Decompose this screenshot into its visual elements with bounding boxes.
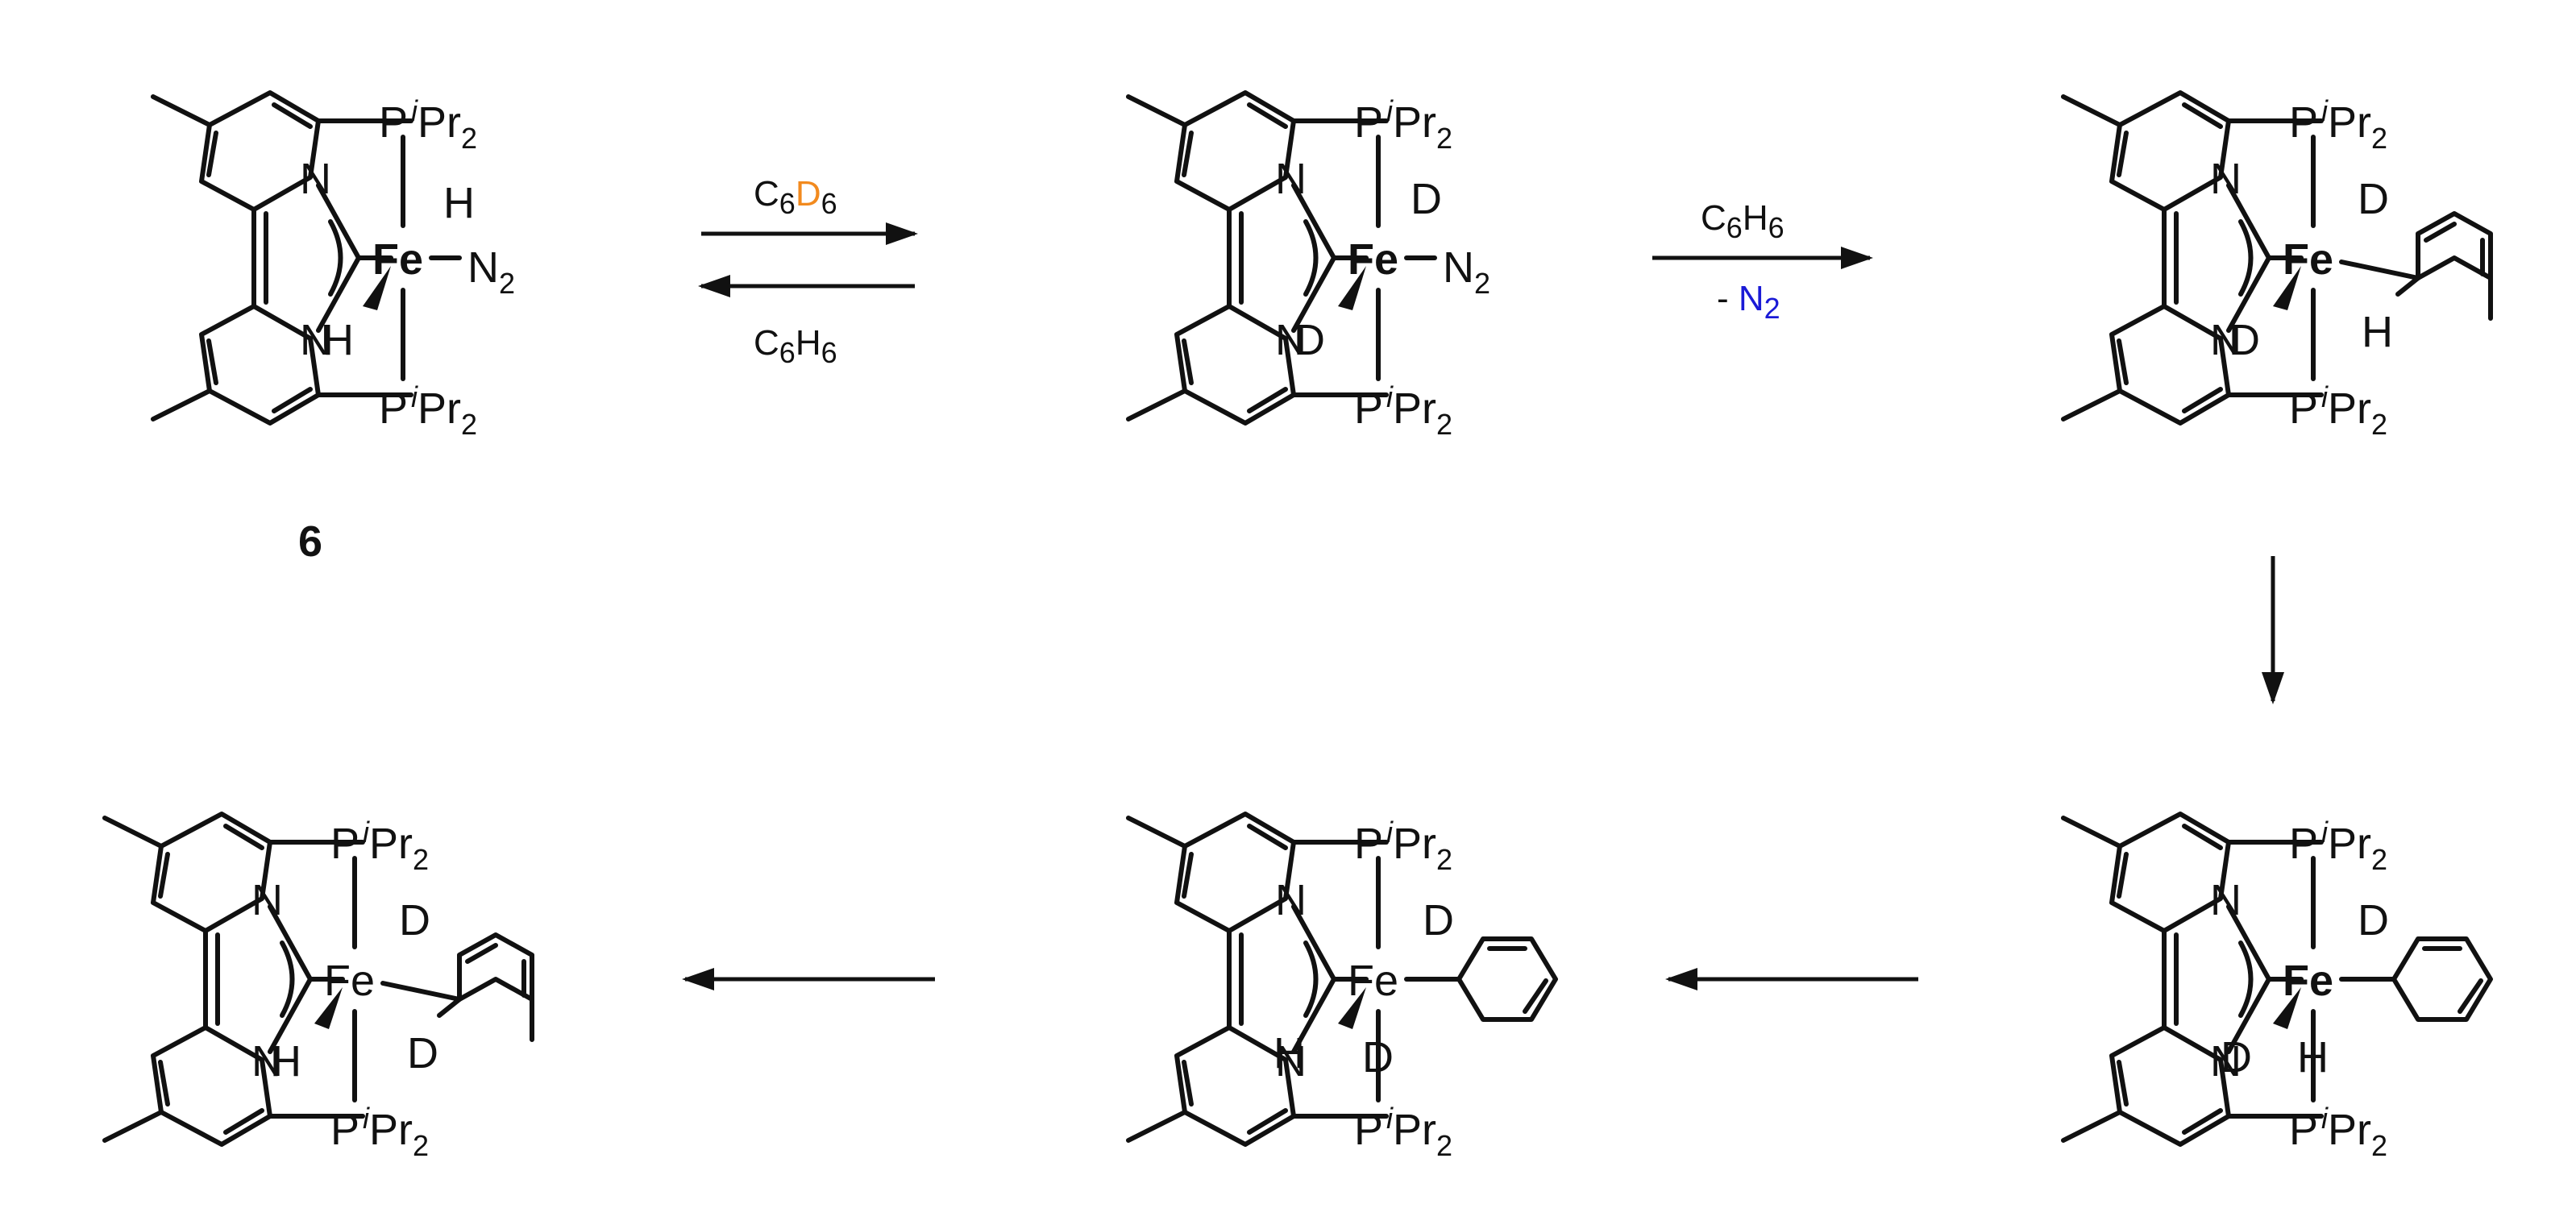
atom-p-lower: P [379,384,408,433]
svg-text:P: P [1354,820,1383,868]
svg-text:iPr2: iPr2 [2321,816,2387,876]
svg-text:P: P [2289,98,2318,147]
molecule-2-deuterated: N N Fe P P iPr2 iPr2 D D N2 [1128,93,1490,441]
atom-n-upper: N [300,155,331,203]
molecule-5-hd-complex: N N Fe P P iPr2 iPr2 D H D [1128,814,1558,1162]
svg-text:P: P [1354,98,1383,147]
svg-text:D: D [2221,1033,2252,1082]
svg-text:iPr2: iPr2 [363,816,429,876]
svg-text:N: N [2210,155,2242,203]
molecule-6: N N Fe P P iPr2 iPr2 H H N2 6 [153,93,515,566]
atom-h-upper: H [443,179,475,227]
atom-p-upper: P [379,98,408,147]
atom-n-lower: N [300,316,331,364]
forward-reagent: C6D6 [754,174,837,220]
svg-text:D: D [407,1029,438,1077]
svg-text:Fe: Fe [1348,957,1398,1005]
svg-text:D: D [1294,316,1325,364]
atom-fe: Fe [372,235,423,284]
ipr2-lower: iPr2 [411,380,477,441]
svg-text:N: N [251,1037,283,1086]
step2-loss: - N2 [1717,279,1780,325]
svg-text:iPr2: iPr2 [1386,1102,1452,1162]
svg-text:N: N [1275,1037,1307,1086]
svg-text:N: N [2210,1037,2242,1086]
svg-text:iPr2: iPr2 [2321,94,2387,155]
svg-text:N: N [2210,876,2242,924]
svg-text:H: H [270,1037,301,1086]
svg-text:Fe: Fe [324,957,375,1005]
reverse-reagent: C6H6 [754,323,837,369]
svg-text:D: D [2229,316,2260,364]
n2-ligand: N2 [467,243,515,300]
svg-text:iPr2: iPr2 [1386,94,1452,155]
svg-text:N2: N2 [1443,243,1490,300]
compound-label: 6 [298,517,322,566]
svg-text:D: D [2358,896,2389,945]
svg-text:P: P [330,820,359,868]
svg-text:iPr2: iPr2 [2321,1102,2387,1162]
atom-h-lower: H [322,316,354,364]
svg-text:D: D [1411,175,1442,223]
svg-text:iPr2: iPr2 [1386,380,1452,441]
svg-text:iPr2: iPr2 [363,1102,429,1162]
arrow-step-2: C6H6 - N2 [1652,198,1873,325]
equilibrium-arrows: C6D6 C6H6 [698,174,918,369]
molecule-3-benzene-complex: N N Fe P P iPr2 iPr2 D D H [2063,93,2493,441]
svg-text:H: H [2362,308,2393,356]
svg-text:P: P [330,1106,359,1154]
svg-text:P: P [2289,820,2318,868]
svg-text:H: H [2297,1033,2329,1082]
svg-text:H: H [1273,1029,1305,1077]
svg-text:P: P [1354,384,1383,433]
svg-text:P: P [2289,384,2318,433]
svg-text:D: D [2358,175,2389,223]
svg-text:Fe: Fe [2283,235,2333,284]
svg-text:D: D [1423,896,1454,945]
svg-text:Fe: Fe [1348,235,1398,284]
svg-text:N: N [1275,155,1307,203]
svg-text:iPr2: iPr2 [2321,380,2387,441]
molecule-4-aryl-hydride: N N Fe P P iPr2 iPr2 D D H [2063,814,2493,1162]
step2-reagent: C6H6 [1701,198,1785,244]
svg-text:D: D [399,896,430,945]
svg-text:N: N [1275,316,1307,364]
svg-text:Fe: Fe [2283,957,2333,1005]
molecule-6-d-benzene: N N Fe P P iPr2 iPr2 D H D [105,814,534,1162]
svg-text:P: P [1354,1106,1383,1154]
svg-text:iPr2: iPr2 [1386,816,1452,876]
svg-text:D: D [1362,1033,1394,1082]
svg-text:N: N [2210,316,2242,364]
svg-text:N: N [251,876,283,924]
svg-text:P: P [2289,1106,2318,1154]
svg-text:N: N [1275,876,1307,924]
ipr2-upper: iPr2 [411,94,477,155]
